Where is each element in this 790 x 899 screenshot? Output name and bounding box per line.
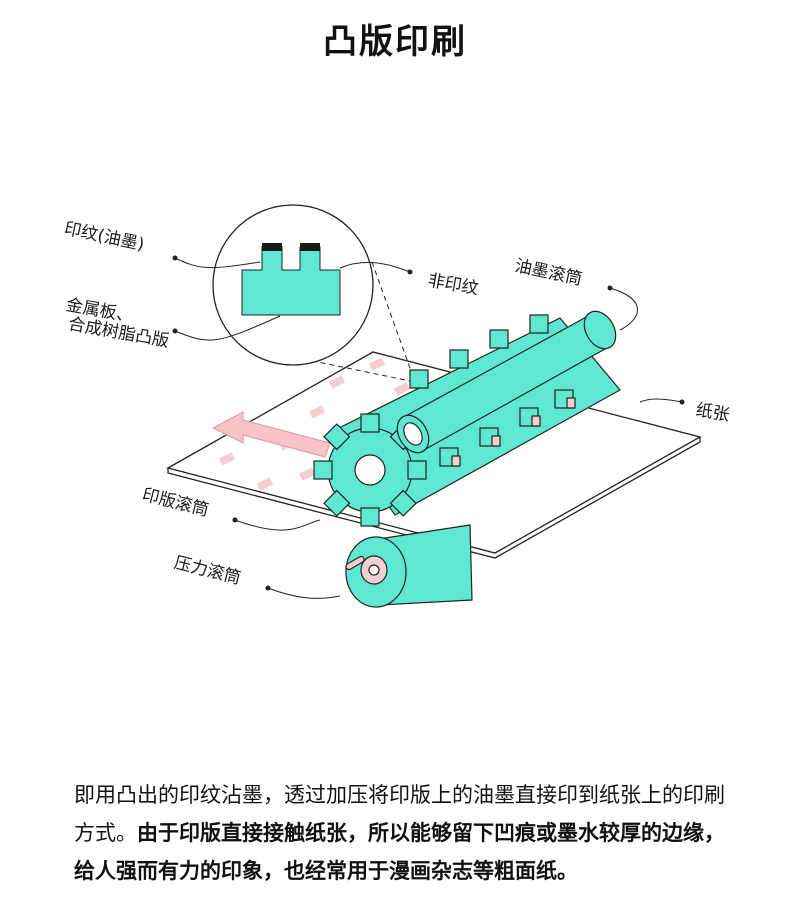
relief-plate-shape: [241, 246, 341, 316]
description: 即用凸出的印纹沾墨，透过加压将印版上的油墨直接印到纸张上的印刷方式。由于印版直接…: [74, 776, 734, 890]
letterpress-diagram: [166, 204, 702, 608]
description-part2: 由于印版直接接触纸张，所以能够留下凹痕或墨水较厚的边缘，给人强而有力的印象，也经…: [74, 821, 725, 883]
pressure-roller: [345, 524, 473, 608]
page-title: 凸版印刷: [323, 22, 467, 62]
description-part1: 即用凸出的印纹沾墨，透过加压将印版上的油墨直接印到纸张上的印刷方式。: [74, 783, 725, 845]
direction-arrow: [211, 411, 331, 458]
ink-roller: [396, 310, 617, 454]
